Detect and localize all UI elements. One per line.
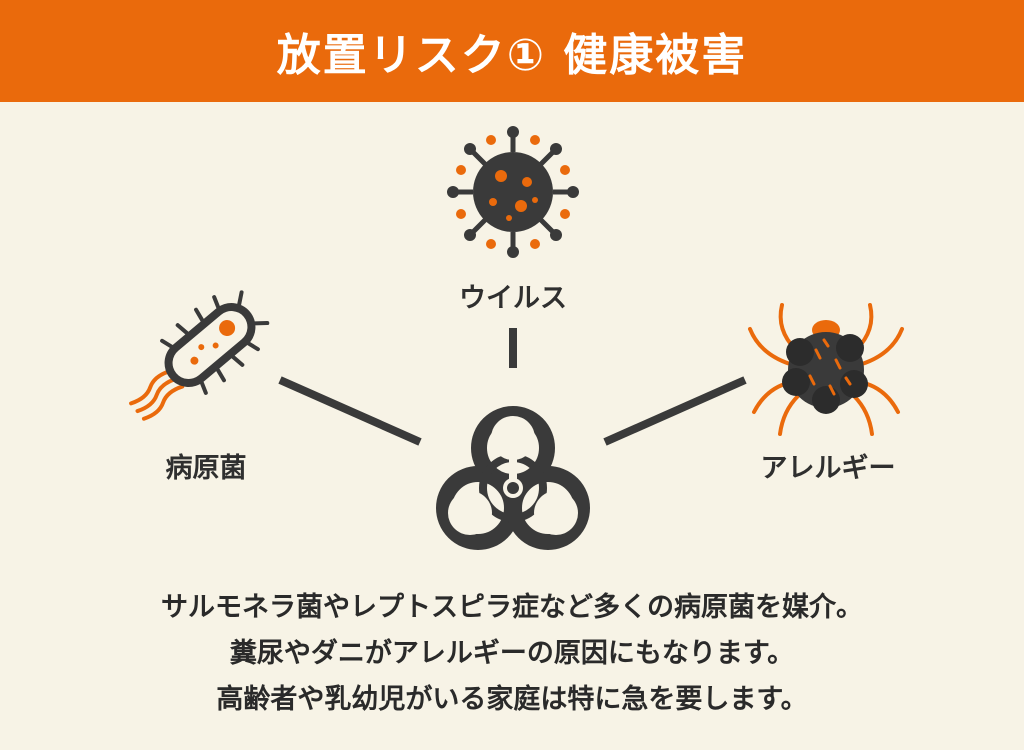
connector-bacteria: [278, 376, 422, 446]
connector-allergy: [603, 376, 747, 446]
virus-icon: [447, 126, 579, 258]
node-label-allergy: アレルギー: [760, 453, 896, 484]
description-line: サルモネラ菌やレプトスピラ症など多くの病原菌を媒介。: [161, 592, 863, 623]
description: サルモネラ菌やレプトスピラ症など多くの病原菌を媒介。 糞尿やダニがアレルギーの原…: [0, 585, 1024, 723]
mite-icon: [748, 303, 904, 436]
node-label-virus: ウイルス: [459, 283, 567, 314]
description-line: 糞尿やダニがアレルギーの原因にもなります。: [229, 638, 795, 669]
connector-lines: [278, 328, 747, 446]
header-banner: 放置リスク① 健康被害: [0, 0, 1024, 102]
page-title: 放置リスク① 健康被害: [276, 30, 748, 81]
node-label-bacteria: 病原菌: [165, 453, 247, 484]
biohazard-icon: [436, 406, 590, 550]
description-line: 高齢者や乳幼児がいる家庭は特に急を要します。: [216, 684, 808, 715]
bacteria-icon: [129, 290, 270, 421]
